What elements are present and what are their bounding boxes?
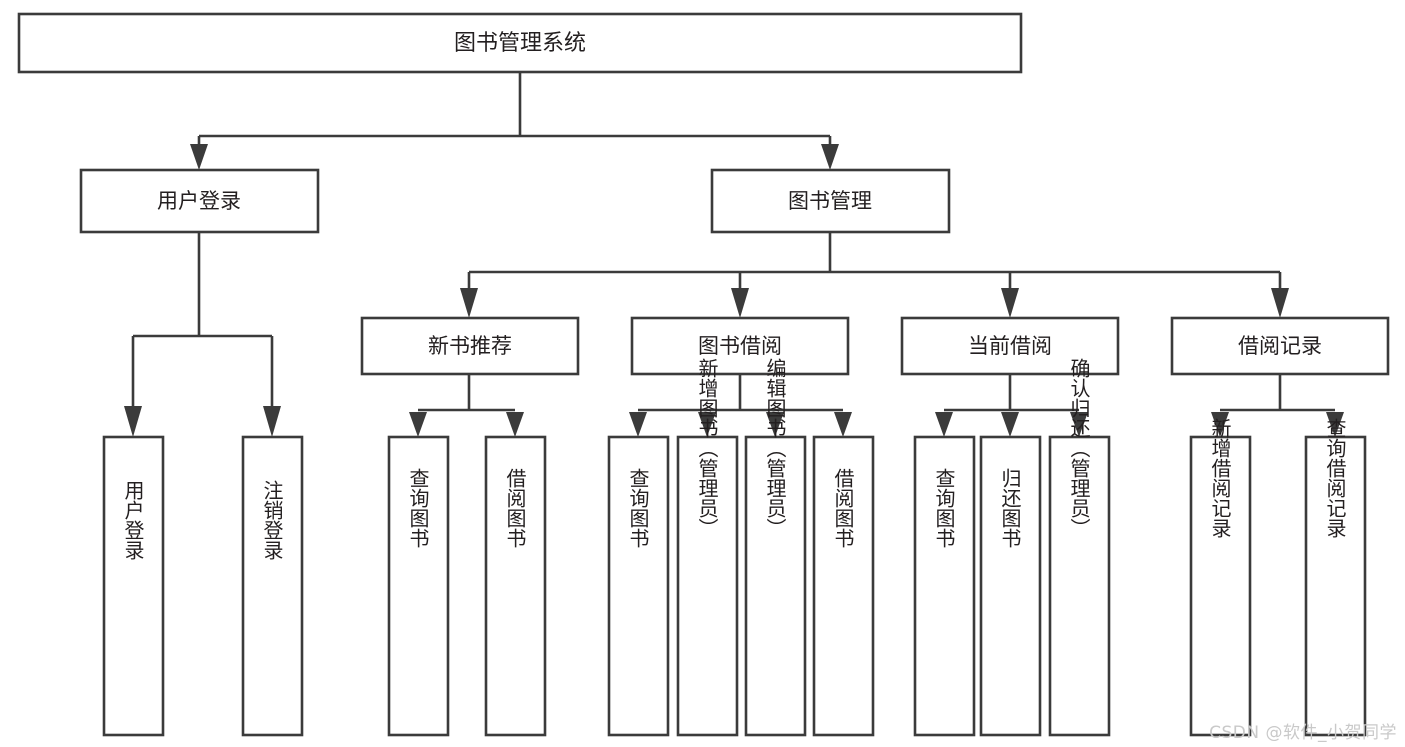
node-root-label: 图书管理系统 xyxy=(454,31,586,56)
node-borrow-record-box[interactable] xyxy=(1170,316,1390,376)
arrow-head-leaf-nb-2 xyxy=(506,412,524,437)
leaf-label-nb-query-book: 查询图书 xyxy=(406,468,430,548)
arrow-head-bookmgmt xyxy=(821,144,839,170)
node-book-management-label: 图书管理 xyxy=(788,189,872,213)
node-new-book-recommend-box[interactable] xyxy=(360,316,580,376)
leaf-box-cb-confirm-return[interactable] xyxy=(1048,435,1111,737)
node-user-login-label: 用户登录 xyxy=(157,189,241,213)
leaf-label-bb-query-book: 查询图书 xyxy=(626,468,650,548)
leaf-label-cb-query-book: 查询图书 xyxy=(932,468,956,548)
node-root[interactable]: 图书管理系统 xyxy=(17,12,1023,74)
node-user-login[interactable]: 用户登录 xyxy=(79,168,320,234)
leaf-label-nb-borrow-book: 借阅图书 xyxy=(503,468,527,548)
arrow-head-leaf-bb-3 xyxy=(766,412,784,437)
leaf-label-layer: 用户登录 注销登录 查询图书 借阅图书 查询图书 新增图书（管理员） 编辑图书（… xyxy=(121,358,1347,560)
leaf-label-bb-add-book: 新增图书（管理员） xyxy=(695,358,719,538)
leaf-box-bb-edit-book[interactable] xyxy=(744,435,807,737)
node-book-management[interactable]: 图书管理 xyxy=(710,168,951,234)
leaf-box-logout[interactable] xyxy=(241,435,304,737)
arrow-head-userlogin xyxy=(190,144,208,170)
arrow-head-leaf-user-login xyxy=(124,406,142,437)
node-new-book-recommend-label: 新书推荐 xyxy=(428,334,512,358)
node-borrow-record[interactable]: 借阅记录 xyxy=(1170,316,1390,376)
arrow-head-leaf-br-2 xyxy=(1326,412,1344,437)
leaf-box-cb-query-book[interactable] xyxy=(913,435,976,737)
arrow-head-leaf-cb-1 xyxy=(935,412,953,437)
arrow-head-leaf-nb-1 xyxy=(409,412,427,437)
arrow-head-borrowrecord xyxy=(1271,288,1289,318)
leaf-label-logout: 注销登录 xyxy=(260,480,284,560)
arrow-head-leaf-cb-3 xyxy=(1070,412,1088,437)
leaf-box-cb-return-book[interactable] xyxy=(979,435,1042,737)
leaf-box-bb-borrow-book[interactable] xyxy=(812,435,875,737)
leaf-box-user-login[interactable] xyxy=(102,435,165,737)
leaf-label-bb-edit-book: 编辑图书（管理员） xyxy=(763,358,787,538)
leaf-box-bb-query-book[interactable] xyxy=(607,435,670,737)
node-root-box[interactable] xyxy=(17,12,1023,74)
arrow-head-leaf-cb-2 xyxy=(1001,412,1019,437)
node-book-borrow-box[interactable] xyxy=(630,316,850,376)
node-book-borrow[interactable]: 图书借阅 xyxy=(630,316,850,376)
arrow-head-newbook xyxy=(460,288,478,318)
leaf-label-cb-return-book: 归还图书 xyxy=(998,468,1022,548)
node-new-book-recommend[interactable]: 新书推荐 xyxy=(360,316,580,376)
leaf-label-cb-confirm-return: 确认归还（管理员） xyxy=(1067,358,1091,538)
node-current-borrow-box[interactable] xyxy=(900,316,1120,376)
node-current-borrow[interactable]: 当前借阅 xyxy=(900,316,1120,376)
leaf-layer xyxy=(102,435,1367,737)
leaf-label-br-add-record: 新增借阅记录 xyxy=(1208,418,1232,538)
node-borrow-record-label: 借阅记录 xyxy=(1238,334,1322,358)
leaf-label-bb-borrow-book: 借阅图书 xyxy=(831,468,855,548)
arrow-head-leaf-logout xyxy=(263,406,281,437)
node-book-borrow-label: 图书借阅 xyxy=(698,334,782,358)
node-user-login-box[interactable] xyxy=(79,168,320,234)
node-current-borrow-label: 当前借阅 xyxy=(968,334,1052,358)
arrow-head-currentborrow xyxy=(1001,288,1019,318)
leaf-label-user-login: 用户登录 xyxy=(121,480,145,560)
leaf-box-br-add-record[interactable] xyxy=(1189,435,1252,737)
leaf-box-nb-query-book[interactable] xyxy=(387,435,450,737)
arrow-head-leaf-br-1 xyxy=(1211,412,1229,437)
leaf-label-br-query-record: 查询借阅记录 xyxy=(1323,418,1347,538)
arrow-head-leaf-bb-2 xyxy=(698,412,716,437)
arrow-head-bookborrow xyxy=(731,288,749,318)
leaf-box-nb-borrow-book[interactable] xyxy=(484,435,547,737)
arrow-head-leaf-bb-4 xyxy=(834,412,852,437)
leaf-box-br-query-record[interactable] xyxy=(1304,435,1367,737)
connector-layer xyxy=(124,72,1344,437)
arrow-head-leaf-bb-1 xyxy=(629,412,647,437)
node-book-management-box[interactable] xyxy=(710,168,951,234)
leaf-box-bb-add-book[interactable] xyxy=(676,435,739,737)
